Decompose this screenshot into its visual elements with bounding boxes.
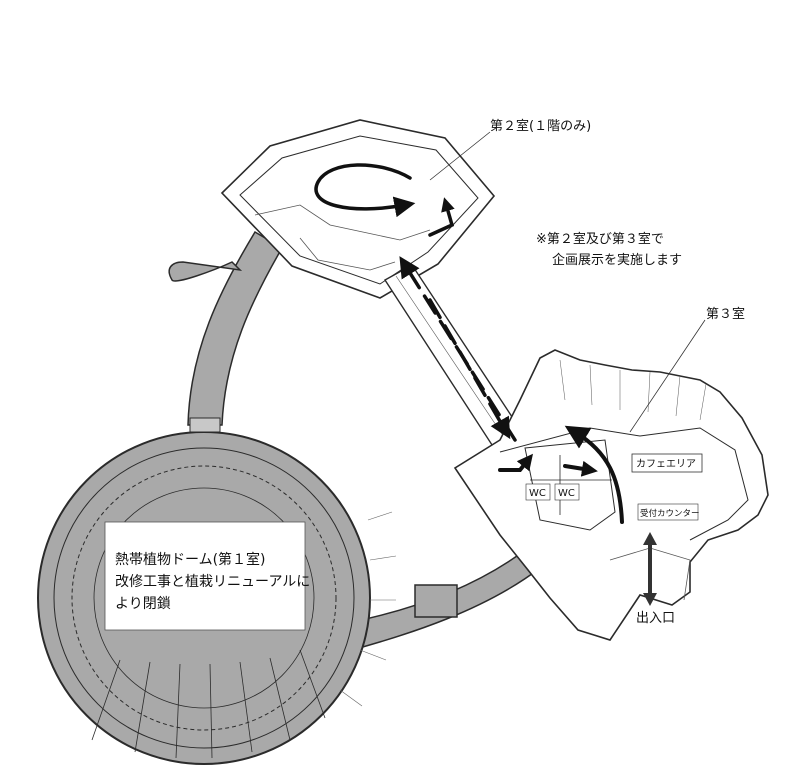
dome-label-line2: 改修工事と植栽リニューアルに: [115, 574, 310, 590]
wc-left-label: WC: [529, 488, 546, 499]
entrance-double-arrow: [643, 532, 657, 606]
exhibition-note-line2: 企画展示を実施します: [552, 252, 682, 268]
route-arrow-room3: [563, 460, 598, 477]
route-arrow-room2-entry: [428, 197, 455, 237]
route-arrow-entry: [564, 425, 624, 524]
dome-label-line3: より閉鎖: [115, 596, 171, 612]
callout-leaders: [429, 131, 706, 433]
route-arrow-room2-loop: [314, 163, 416, 218]
visitor-route: [314, 163, 624, 524]
room-3-label: 第３室: [706, 306, 745, 322]
west-corridor: [187, 230, 284, 426]
route-arrow-into-room3: [498, 453, 533, 472]
annex-room: [168, 261, 243, 282]
wc-right-label: WC: [558, 488, 575, 499]
room-2-label: 第２室(１階のみ): [490, 118, 591, 134]
wc-left-box: [525, 483, 551, 501]
wc-right-box: [554, 483, 580, 501]
cafe-area-box: [631, 453, 703, 473]
dome-label-line1: 熱帯植物ドーム(第１室): [115, 551, 266, 568]
cafe-area-label: カフェエリア: [636, 458, 696, 470]
room-3-building: [453, 349, 769, 641]
route-arrow-corridor-down: [428, 298, 511, 440]
reception-label: 受付カウンター: [640, 508, 700, 519]
entrance-label: 出入口: [636, 611, 675, 626]
dome-closure-notice: [104, 521, 306, 631]
corridor-block: [414, 584, 458, 618]
closed-corridors: [168, 230, 541, 651]
exhibition-note-line1: ※第２室及び第３室で: [536, 231, 664, 247]
reception-box: [637, 503, 699, 521]
